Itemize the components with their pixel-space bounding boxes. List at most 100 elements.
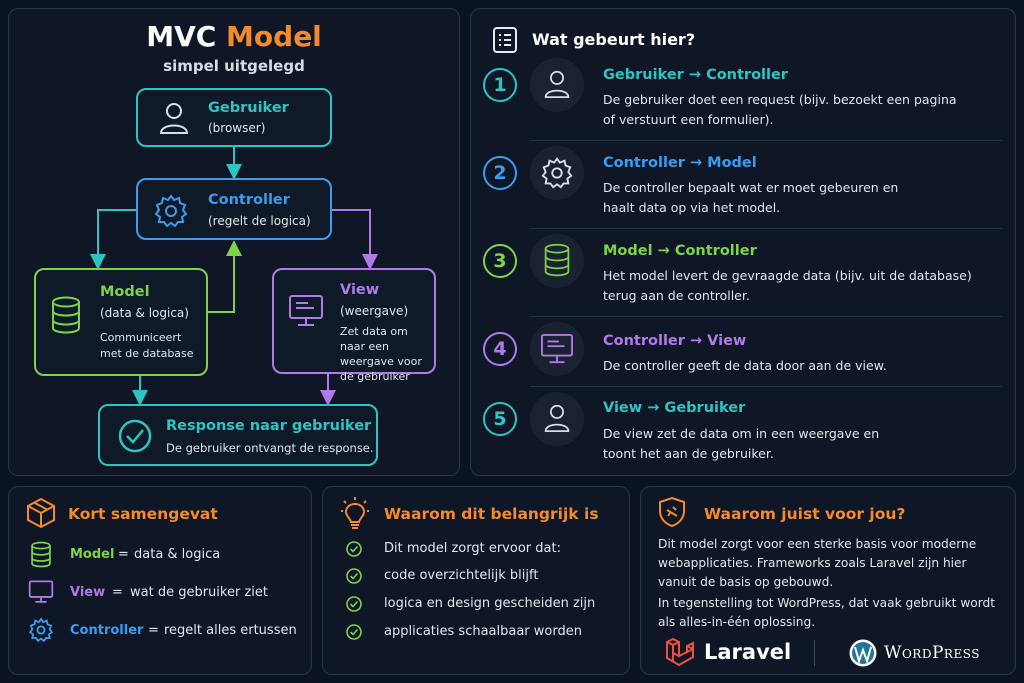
controller-sub: (regelt de logica) — [208, 214, 311, 228]
step-4-to: View — [707, 333, 747, 349]
summary-panel — [8, 486, 312, 675]
step-1-from: Gebruiker — [603, 67, 684, 83]
important-title: Waarom dit belangrijk is — [384, 505, 599, 523]
monitor-icon — [289, 295, 323, 326]
user-icon — [544, 404, 570, 432]
step-divider — [530, 386, 1002, 387]
step-1-icon-circle — [530, 58, 584, 112]
step-3-desc: Het model levert de gevraagde data (bijv… — [603, 268, 972, 303]
response-title: Response naar gebruiker — [166, 418, 372, 434]
model-box: Model (data & logica) Communiceert met d… — [34, 268, 208, 376]
step-3-number: 3 — [483, 244, 517, 278]
step-5-desc: De view zet de data om in een weergave e… — [603, 426, 880, 461]
model-title: Model — [100, 284, 150, 300]
wordpress-logo-text: WordPress — [884, 643, 980, 663]
model-desc: Communiceert met de database — [100, 331, 194, 360]
important-panel — [322, 486, 630, 675]
step-3-to: Controller — [674, 243, 757, 259]
step-1-desc: De gebruiker doet een request (bijv. bez… — [603, 92, 957, 127]
step-divider — [530, 316, 1002, 317]
logo-divider — [814, 640, 815, 666]
view-desc: Zet data om naar een weergave voor de ge… — [340, 325, 422, 383]
list-icon — [493, 27, 517, 53]
database-icon — [52, 296, 80, 334]
step-3-from: Model — [603, 243, 653, 259]
step-5-number: 5 — [483, 402, 517, 436]
step-2-desc: De controller bepaalt wat er moet gebeur… — [603, 180, 899, 215]
arrow-controller-model — [90, 209, 136, 270]
summary-eq: = — [148, 623, 159, 638]
gear-icon — [28, 617, 54, 643]
step-4-from: Controller — [603, 333, 685, 349]
step-4-number: 4 — [483, 332, 517, 366]
title-model: Model — [226, 20, 322, 53]
check-circle-icon — [346, 541, 362, 557]
summary-controller-term: Controller — [70, 623, 144, 638]
steps-header: Wat gebeurt hier? — [532, 30, 696, 49]
user-icon — [159, 103, 189, 134]
step-2-title: Controller → Model — [603, 155, 757, 171]
step-5-to: Gebruiker — [664, 400, 746, 416]
title-mvc: MVC — [146, 20, 217, 53]
step-2-to: Model — [707, 155, 757, 171]
database-icon — [544, 243, 570, 277]
check-circle-icon — [346, 568, 362, 584]
view-title: View — [340, 282, 380, 298]
step-4-title: Controller → View — [603, 333, 747, 349]
user-sub: (browser) — [208, 121, 266, 135]
important-item-2: code overzichtelijk blijft — [384, 568, 539, 583]
foryou-text-1: Dit model zorgt voor een sterke basis vo… — [658, 537, 977, 589]
view-sub: (weergave) — [340, 304, 409, 318]
check-circle-icon — [346, 596, 362, 612]
step-5-title: View → Gebruiker — [603, 400, 746, 416]
user-title: Gebruiker — [208, 100, 289, 116]
page-subtitle: simpel uitgelegd — [163, 57, 305, 75]
flow-arrows — [90, 147, 378, 406]
important-item-3: logica en design gescheiden zijn — [384, 596, 596, 611]
view-box: View (weergave) Zet data om naar een wee… — [272, 268, 436, 383]
user-box: Gebruiker (browser) — [136, 88, 332, 147]
monitor-icon — [28, 580, 54, 603]
summary-title: Kort samengevat — [68, 505, 218, 523]
step-4-desc: De controller geeft de data door aan de … — [603, 358, 887, 373]
summary-view-def: wat de gebruiker ziet — [130, 585, 268, 600]
foryou-panel — [640, 486, 1016, 675]
important-item-1: Dit model zorgt ervoor dat: — [384, 541, 561, 556]
step-1-to: Controller — [706, 67, 788, 83]
box-icon — [27, 497, 55, 529]
step-1-title: Gebruiker → Controller — [603, 67, 788, 83]
step-divider — [530, 140, 1002, 141]
arrow-model-controller — [208, 240, 242, 313]
laravel-logo-icon — [666, 637, 694, 667]
summary-eq: = — [118, 547, 129, 562]
check-circle-icon — [118, 419, 152, 453]
step-divider — [530, 228, 1002, 229]
controller-title: Controller — [208, 192, 290, 208]
step-2-from: Controller — [603, 155, 685, 171]
summary-model-term: Model — [70, 547, 115, 562]
arrow-controller-view — [332, 209, 378, 270]
gear-icon — [154, 194, 188, 228]
monitor-icon — [541, 333, 573, 364]
summary-eq: = — [112, 585, 123, 600]
foryou-title: Waarom juist voor jou? — [704, 505, 906, 523]
laravel-logo-text: Laravel — [704, 640, 792, 664]
wordpress-logo-icon — [849, 639, 877, 667]
gear-icon — [541, 157, 573, 189]
important-item-4: applicaties schaalbaar worden — [384, 624, 582, 639]
check-circle-icon — [346, 624, 362, 640]
step-3-icon-circle — [530, 234, 584, 288]
page-title: MVC Model — [8, 20, 460, 53]
step-5-icon-circle — [530, 392, 584, 446]
step-2-icon-circle — [530, 146, 584, 200]
foryou-text-2: In tegenstelling tot WordPress, dat vaak… — [658, 596, 996, 629]
controller-box: Controller (regelt de logica) — [136, 178, 332, 240]
response-desc: De gebruiker ontvangt de response. — [166, 441, 374, 455]
summary-controller-def: regelt alles ertussen — [164, 623, 297, 638]
summary-view-term: View — [70, 585, 106, 600]
model-sub: (data & logica) — [100, 306, 189, 320]
user-icon — [544, 70, 570, 98]
lightbulb-icon — [341, 497, 369, 529]
step-5-from: View — [603, 400, 643, 416]
shield-icon — [659, 496, 685, 528]
